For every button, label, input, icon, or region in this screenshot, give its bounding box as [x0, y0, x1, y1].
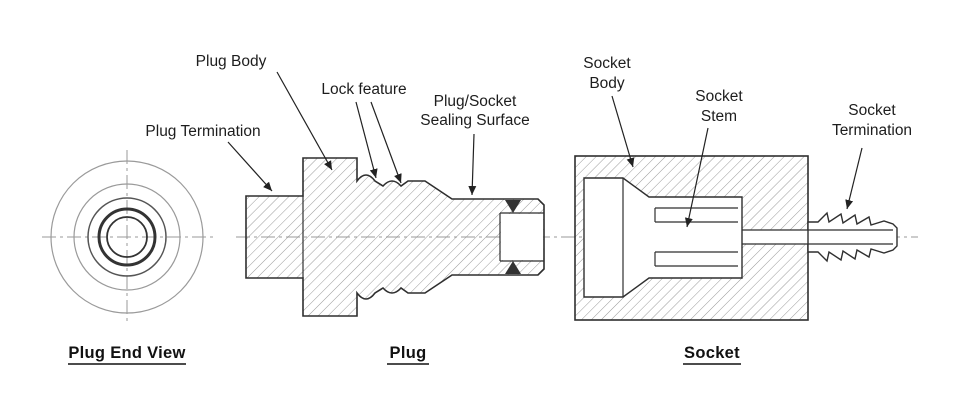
caption-plug-end-view: Plug End View	[68, 344, 185, 362]
label-plug-termination: Plug Termination	[145, 123, 260, 140]
view-captions: Plug End View Plug Socket	[68, 344, 741, 365]
endview-bore-circle	[106, 216, 148, 258]
plug-seal-bottom	[505, 261, 521, 274]
leader-sealing-surface	[468, 133, 477, 196]
socket-section	[574, 155, 898, 321]
socket-termination-barb	[807, 211, 898, 263]
leader-lock-feature-1	[355, 101, 378, 179]
plug-nose-bore	[501, 214, 543, 260]
endview-circle-2	[73, 183, 181, 291]
leader-plug-termination	[227, 141, 273, 192]
leader-socket-termination	[845, 147, 863, 210]
plug-seal-top	[505, 200, 521, 213]
leader-lock-feature-2	[370, 101, 402, 184]
leader-socket-body	[611, 95, 635, 168]
label-sealing-surface-line1: Plug/Socket	[434, 93, 517, 110]
socket-bore-channel	[742, 230, 808, 244]
leader-plug-body	[276, 71, 333, 171]
label-socket-termination-line2: Termination	[832, 122, 912, 139]
leader-socket-stem	[684, 127, 709, 228]
endview-seal-ring	[97, 207, 157, 267]
label-socket-stem-line1: Socket	[695, 88, 743, 105]
callout-labels: Plug Termination Plug Body Lock feature …	[145, 53, 912, 140]
endview-circle-3	[87, 197, 167, 277]
endview-outer-circle	[50, 160, 204, 314]
label-sealing-surface-line2: Sealing Surface	[420, 112, 529, 129]
plug-section	[245, 157, 545, 317]
caption-socket: Socket	[684, 344, 740, 362]
plug-end-view	[42, 150, 214, 325]
label-plug-body: Plug Body	[196, 53, 267, 70]
label-socket-stem-line2: Stem	[701, 108, 737, 125]
leader-arrows	[227, 71, 863, 228]
label-socket-termination-line1: Socket	[848, 102, 896, 119]
caption-plug: Plug	[390, 344, 427, 362]
label-socket-body-line1: Socket	[583, 55, 631, 72]
plug-body-outline	[245, 157, 545, 317]
socket-stem	[654, 207, 738, 267]
label-socket-body-line2: Body	[589, 75, 625, 92]
label-lock-feature: Lock feature	[321, 81, 406, 98]
